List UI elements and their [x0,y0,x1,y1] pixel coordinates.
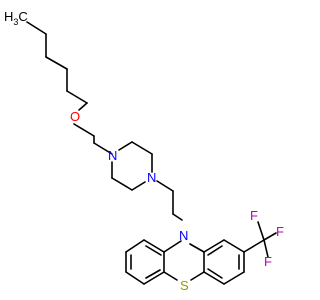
structure-canvas: H3C O N N N S F F F [4,9,284,293]
bond [143,271,165,285]
bond [145,245,162,256]
bond [203,271,225,285]
bond [145,269,161,279]
fluorine-2-label: F [276,224,284,239]
trifluoromethyl-bonds [243,221,277,258]
bond [207,268,223,279]
phenothiazine-bonds [125,239,245,285]
bond [143,239,165,253]
piperazine-ring-bonds [111,141,153,191]
ring-sulfur-label: S [180,278,189,293]
fluorine-1-label: F [250,208,258,223]
bond [93,142,113,155]
molecule-structure-diagram: H3C O N N N S F F F [4,9,284,293]
bond [125,239,145,253]
bond [111,177,133,191]
bond [66,90,88,104]
bond [207,245,223,256]
bond [118,141,133,151]
bond [45,56,68,70]
bond [189,243,205,253]
bond [163,271,178,281]
bond [163,240,182,253]
bond [257,221,265,241]
methyl-h-symbol: H [4,9,13,24]
methyl-label: H3C [4,9,28,27]
methyl-subscript: 3 [13,17,18,27]
piperazine-nitrogen-2-label: N [147,170,156,185]
bond [125,271,145,285]
ethoxy-linker-bonds [73,123,113,155]
bond [223,239,245,253]
bond [131,141,153,155]
piperazine-nitrogen-1-label: N [108,148,117,163]
bond [243,239,265,253]
bond [263,239,269,258]
bond [131,181,146,191]
ring-nitrogen-label: N [179,228,188,243]
bond [190,271,205,281]
bond [203,239,225,253]
bond [78,102,88,111]
atom-labels: H3C O N N N S F F F [4,9,284,293]
ether-oxygen-label: O [70,109,80,124]
bond [223,271,245,285]
bond [26,21,47,35]
bond [172,213,183,221]
fluorine-3-label: F [264,254,272,269]
bond [73,123,95,137]
hexyl-chain-bonds [26,21,88,111]
methyl-c-symbol: C [18,9,27,24]
propyl-chain-bonds [156,180,183,221]
bond [263,232,277,241]
bond [156,180,174,192]
